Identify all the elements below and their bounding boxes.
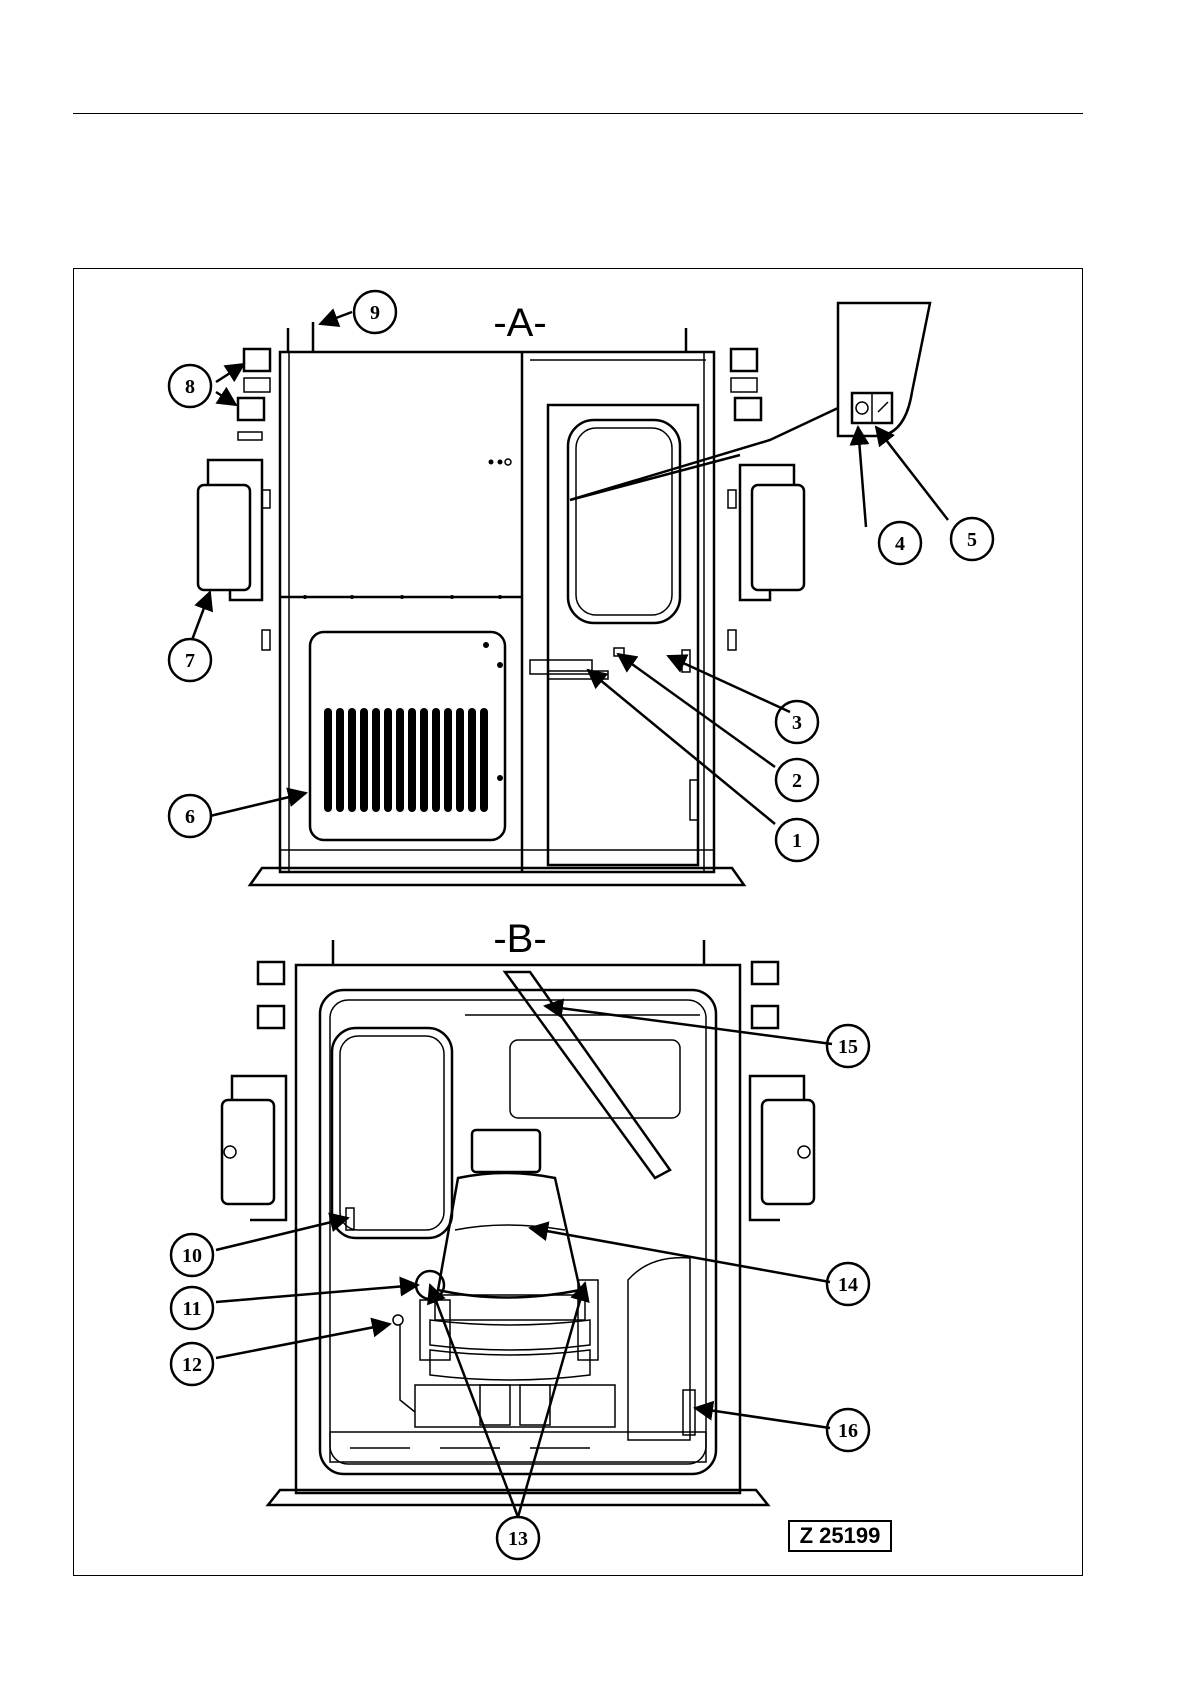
- callout-2: 2: [776, 759, 818, 801]
- figure-reference-code: Z 25199: [788, 1520, 892, 1552]
- callout-7: 7: [169, 639, 211, 681]
- svg-text:7: 7: [185, 650, 195, 672]
- svg-text:4: 4: [895, 533, 905, 555]
- callout-14: 14: [827, 1263, 869, 1305]
- svg-text:14: 14: [838, 1274, 858, 1296]
- callout-13: 13: [497, 1517, 539, 1559]
- callout-3: 3: [776, 701, 818, 743]
- callout-8: 8: [169, 365, 211, 407]
- svg-text:8: 8: [185, 376, 195, 398]
- leader-lines: [192, 312, 948, 1517]
- callout-5: 5: [951, 518, 993, 560]
- svg-text:13: 13: [508, 1528, 528, 1550]
- callout-16: 16: [827, 1409, 869, 1451]
- svg-text:6: 6: [185, 806, 195, 828]
- svg-text:15: 15: [838, 1036, 858, 1058]
- view-b-label: -B-: [493, 917, 546, 961]
- svg-text:1: 1: [792, 830, 802, 852]
- svg-text:3: 3: [792, 712, 802, 734]
- svg-text:11: 11: [183, 1298, 202, 1320]
- callout-15: 15: [827, 1025, 869, 1067]
- svg-text:16: 16: [838, 1420, 858, 1442]
- callout-10: 10: [171, 1234, 213, 1276]
- cab-exterior-view-a: [198, 303, 930, 885]
- view-a-label: -A-: [493, 301, 546, 345]
- svg-text:2: 2: [792, 770, 802, 792]
- callout-6: 6: [169, 795, 211, 837]
- callout-4: 4: [879, 522, 921, 564]
- svg-text:10: 10: [182, 1245, 202, 1267]
- svg-text:5: 5: [967, 529, 977, 551]
- callout-1: 1: [776, 819, 818, 861]
- vent-slots: [324, 708, 488, 812]
- svg-text:9: 9: [370, 302, 380, 324]
- callout-9: 9: [354, 291, 396, 333]
- callout-11: 11: [171, 1287, 213, 1329]
- callout-12: 12: [171, 1343, 213, 1385]
- svg-text:12: 12: [182, 1354, 202, 1376]
- cab-interior-view-b: [222, 940, 814, 1505]
